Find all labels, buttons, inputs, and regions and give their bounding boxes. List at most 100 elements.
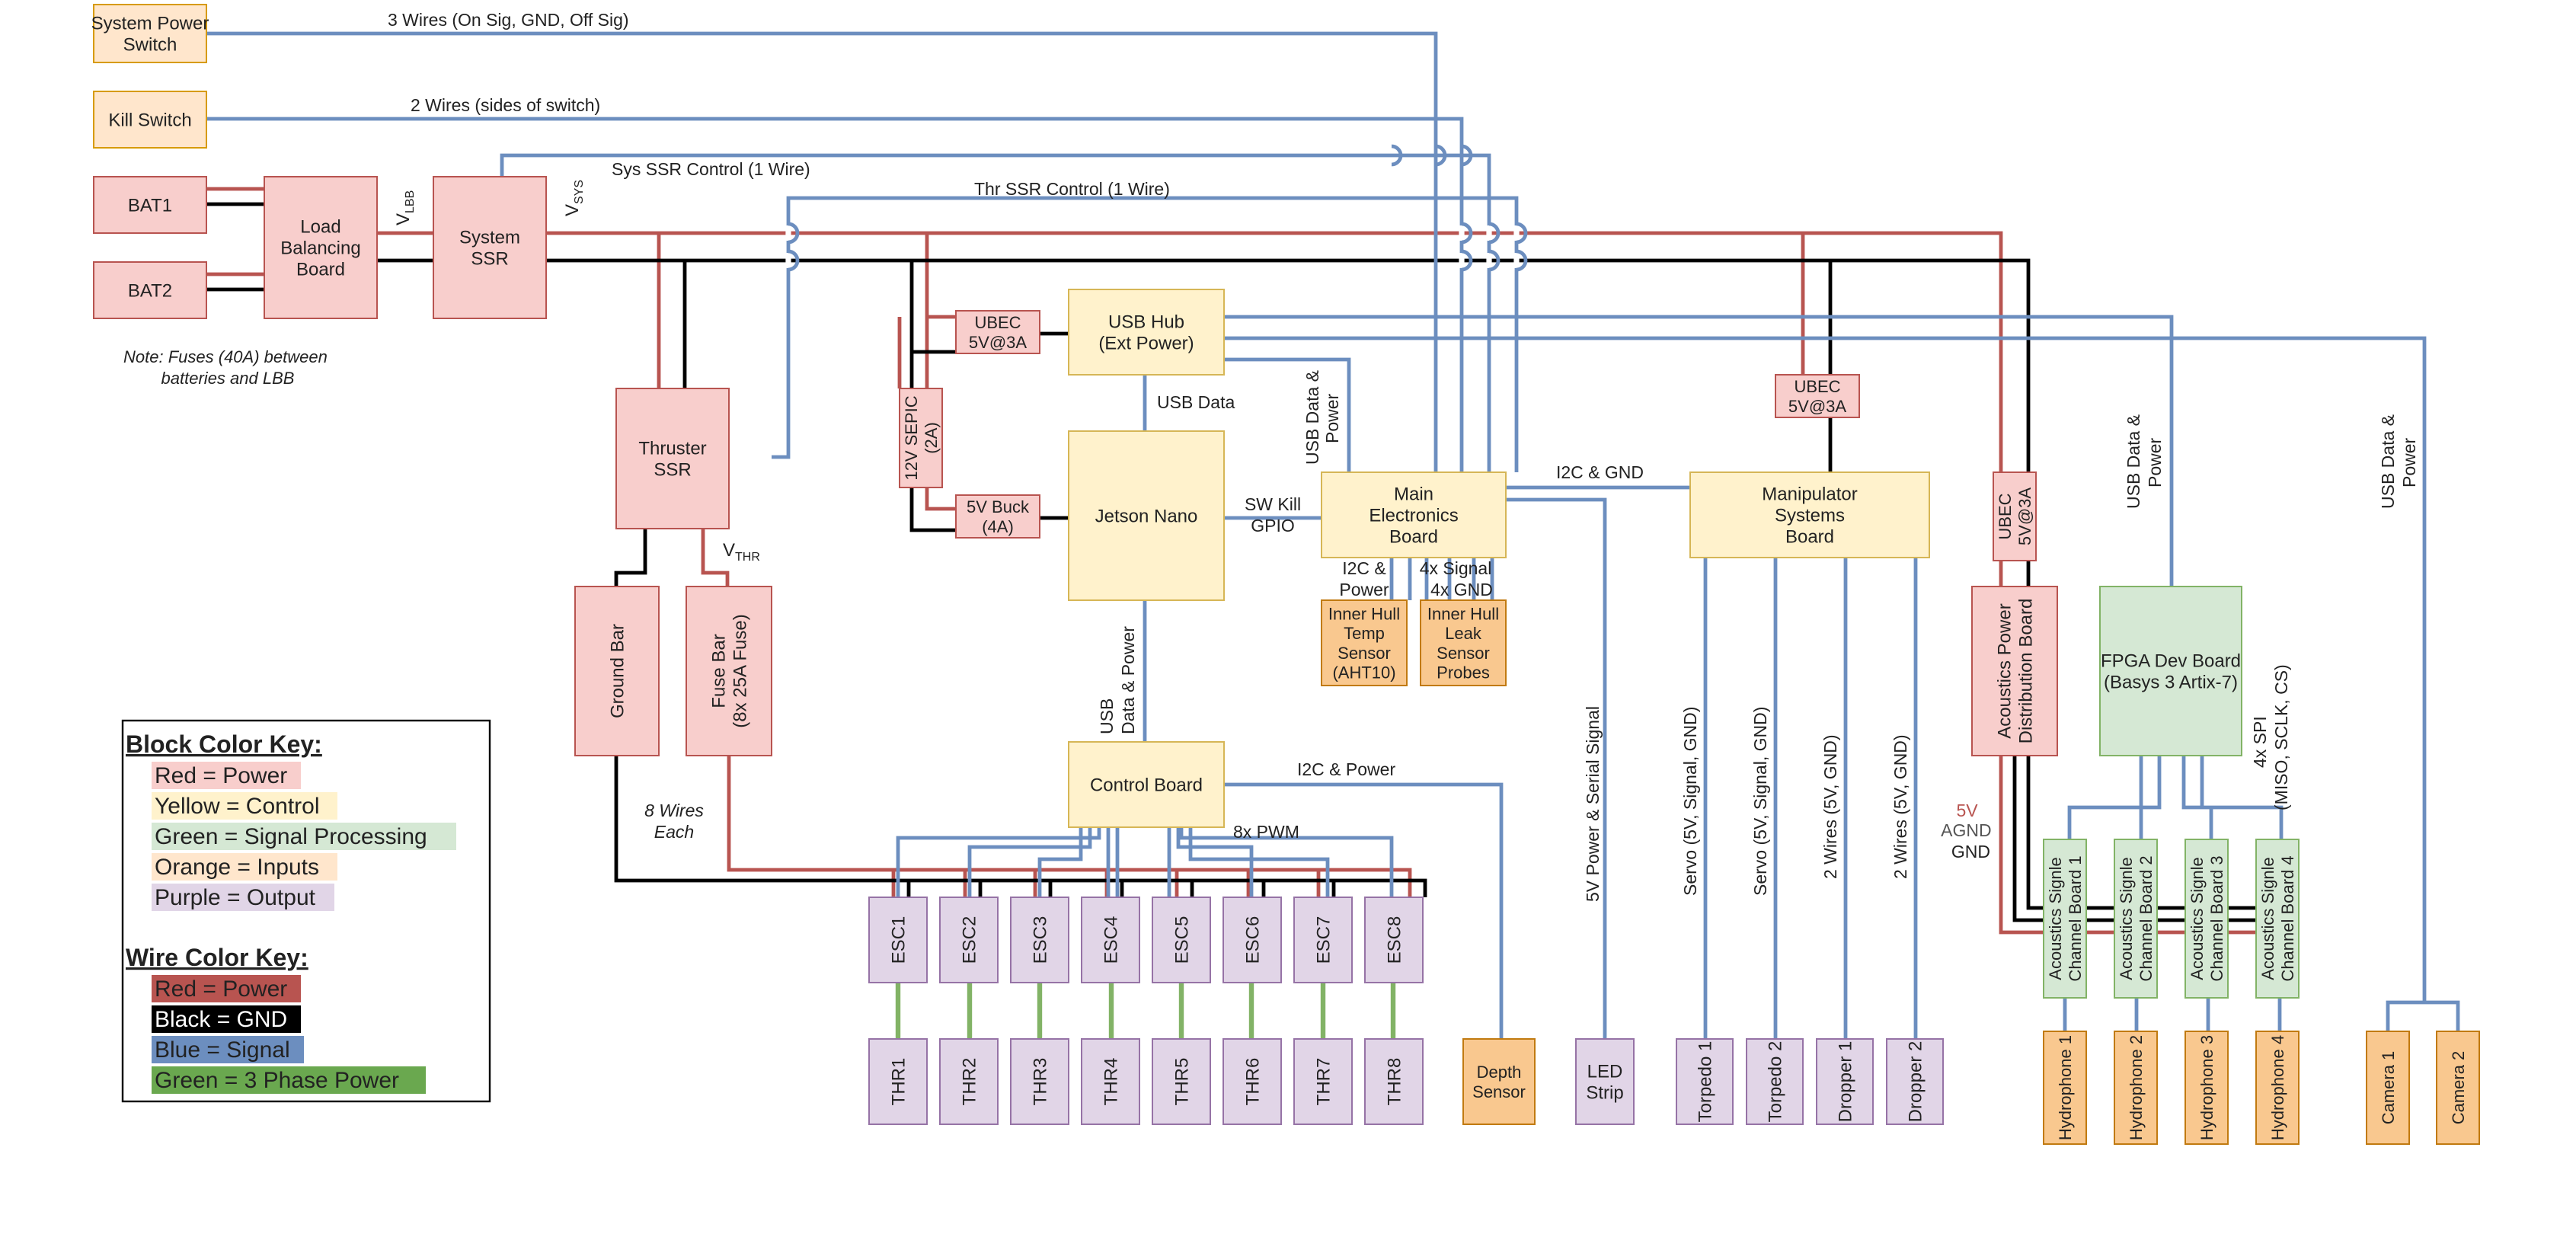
acoustics-channel-board-1-label-line: Channel Board 1: [2066, 855, 2085, 981]
hydrophone-2-label-line: Hydrophone 2: [2127, 1035, 2146, 1140]
manipulator-systems-board-label-line: Board: [1785, 527, 1834, 548]
torpedo-1-label-line: Torpedo 1: [1695, 1041, 1716, 1123]
ubec-msb-label-line: UBEC: [1794, 377, 1840, 396]
usb-hub-label: USB Hub(Ext Power): [1098, 312, 1194, 354]
ground-bar-box: [574, 586, 660, 756]
leak-sensor-label-line: Probes: [1437, 663, 1490, 682]
thruster-5-box: [1152, 1038, 1211, 1125]
wire-crossover-masks: [785, 225, 1520, 268]
temp-sensor-label-line: (AHT10): [1332, 663, 1395, 682]
esc-1-label-line: ESC1: [889, 916, 909, 964]
esc-8: ESC8: [1364, 897, 1424, 983]
thruster-5-label-line: THR5: [1172, 1058, 1193, 1106]
thruster-5: THR5: [1152, 1038, 1211, 1125]
usb-hub-label-line: USB Hub: [1108, 312, 1184, 333]
bat1-box: [93, 176, 207, 234]
signal-wires: [206, 31, 2460, 1039]
temp-sensor-box: [1321, 599, 1408, 686]
esc-3-label: ESC3: [1031, 916, 1051, 964]
acoustics-channel-board-1: Acoustics SignleChannel Board 1: [2043, 839, 2087, 999]
hydrophone-1-label-line: Hydrophone 1: [2056, 1035, 2075, 1140]
torpedo-1-box: [1676, 1038, 1734, 1125]
key-swatch-power-wire: [152, 975, 301, 1002]
torpedo-1-label: Torpedo 1: [1695, 1041, 1716, 1123]
esc-5-box: [1152, 897, 1211, 983]
thruster-7-box: [1293, 1038, 1353, 1125]
wire-crossover-arcs: [788, 222, 1528, 272]
label-i2c-power-temp: I2C &Power: [1339, 558, 1389, 599]
hydrophone-3: Hydrophone 3: [2184, 1031, 2229, 1145]
load-balancing-board-label-line: Balancing: [280, 238, 360, 259]
esc-2-box: [939, 897, 999, 983]
label-sys-ssr-control: Sys SSR Control (1 Wire): [612, 159, 810, 179]
phase-wires: [895, 983, 1396, 1039]
thruster-ssr-box: [615, 388, 730, 529]
key-block-output: Purple = Output: [155, 885, 316, 910]
temp-sensor-label-line: Inner Hull: [1328, 604, 1400, 623]
leak-sensor-label-line: Sensor: [1437, 644, 1490, 663]
thruster-1-label: THR1: [889, 1058, 909, 1106]
thruster-4: THR4: [1081, 1038, 1140, 1125]
main-electronics-board-box: [1321, 471, 1507, 558]
hydrophone-4-box: [2255, 1031, 2300, 1145]
fuse-bar-label-line: (8x 25A Fuse): [730, 614, 751, 727]
key-swatch-control-block: [152, 792, 337, 820]
usb-hub-box: [1068, 289, 1225, 376]
thruster-ssr-label-line: SSR: [654, 460, 691, 481]
key-swatch-signal-wire: [152, 1036, 304, 1063]
esc-3-box: [1010, 897, 1069, 983]
fuse-bar-label: Fuse Bar(8x 25A Fuse): [709, 614, 751, 727]
key-wire-power: Red = Power: [155, 976, 287, 1002]
bat1-label: BAT1: [128, 196, 172, 216]
acoustics-channel-board-4-label: Acoustics SignleChannel Board 4: [2258, 855, 2297, 981]
esc-2-label: ESC2: [960, 916, 980, 964]
esc-8-box: [1364, 897, 1424, 983]
esc-7-label-line: ESC7: [1314, 916, 1334, 964]
esc-4-label-line: ESC4: [1101, 916, 1122, 964]
esc-1-label: ESC1: [889, 916, 909, 964]
ubec-usb-hub-box: [955, 310, 1040, 354]
label-acoustic-power: 5V AGND GND: [1941, 801, 1996, 861]
depth-sensor-label-line: Sensor: [1472, 1082, 1526, 1101]
load-balancing-board-label-line: Load: [300, 217, 340, 238]
camera-1: Camera 1: [2366, 1031, 2410, 1145]
thruster-4-label: THR4: [1101, 1058, 1122, 1106]
manipulator-systems-board-label-line: Manipulator: [1762, 484, 1857, 505]
camera-2-label: Camera 2: [2449, 1051, 2468, 1125]
acoustics-channel-board-1-label: Acoustics SignleChannel Board 1: [2046, 855, 2085, 981]
wire-labels: 3 Wires (On Sig, GND, Off Sig) 2 Wires (…: [123, 10, 2419, 902]
label-vsys: VSYS: [562, 180, 586, 216]
acoustics-power-distribution-board-label-line: Distribution Board: [2016, 599, 2037, 744]
usb-hub: USB Hub(Ext Power): [1068, 289, 1225, 376]
acoustics-channel-board-2-box: [2114, 839, 2158, 999]
sepic-converter-label: 12V SEPIC(2A): [902, 395, 941, 480]
hydrophone-2-label: Hydrophone 2: [2127, 1035, 2146, 1140]
ubec-acoustics-label-line: 5V@3A: [2015, 487, 2034, 545]
thruster-2-label: THR2: [960, 1058, 980, 1106]
acoustics-channel-board-3-label-line: Acoustics Signle: [2188, 857, 2207, 980]
esc-5-label: ESC5: [1172, 916, 1193, 964]
acoustics-channel-board-2-label-line: Acoustics Signle: [2117, 857, 2136, 980]
control-board-box: [1068, 741, 1225, 828]
jetson-nano: Jetson Nano: [1068, 430, 1225, 601]
leak-sensor-label-line: Leak: [1445, 624, 1482, 643]
label-2-wires: 2 Wires (sides of switch): [411, 95, 600, 115]
hydrophone-3-box: [2184, 1031, 2229, 1145]
power-wires: [206, 187, 2287, 935]
thruster-1: THR1: [868, 1038, 928, 1125]
main-electronics-board-label-line: Main: [1394, 484, 1433, 505]
thruster-4-box: [1081, 1038, 1140, 1125]
main-electronics-board-label-line: Electronics: [1369, 506, 1458, 526]
